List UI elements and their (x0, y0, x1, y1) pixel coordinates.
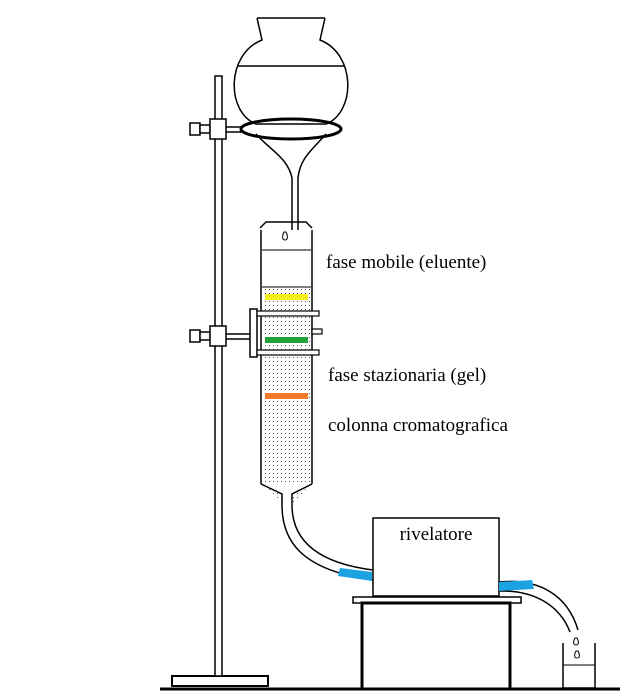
detector-label: rivelatore (400, 524, 473, 545)
drop-icon-falling (574, 650, 580, 659)
outlet-tube (281, 504, 374, 581)
detector-box (372, 517, 500, 597)
band-yellow (265, 294, 308, 300)
mobile-phase-label: fase mobile (eluente) (326, 252, 486, 273)
stand-base (171, 675, 269, 687)
tube-connector-right (499, 580, 534, 591)
collection-beaker (562, 643, 596, 689)
upper-clamp (189, 118, 244, 140)
tube-connector-left (338, 568, 372, 581)
detector-stand (352, 596, 522, 691)
band-green (265, 337, 308, 343)
drop-icon (573, 637, 579, 646)
stationary-gel-fill (262, 287, 311, 483)
stationary-phase-label: fase stazionaria (gel) (328, 365, 486, 386)
reservoir-flask (233, 17, 349, 230)
band-orange (265, 393, 308, 399)
chromatography-column (259, 221, 313, 505)
stand-rod (214, 75, 223, 677)
column-label: colonna cromatografica (328, 415, 508, 436)
column-clamp (189, 308, 323, 358)
